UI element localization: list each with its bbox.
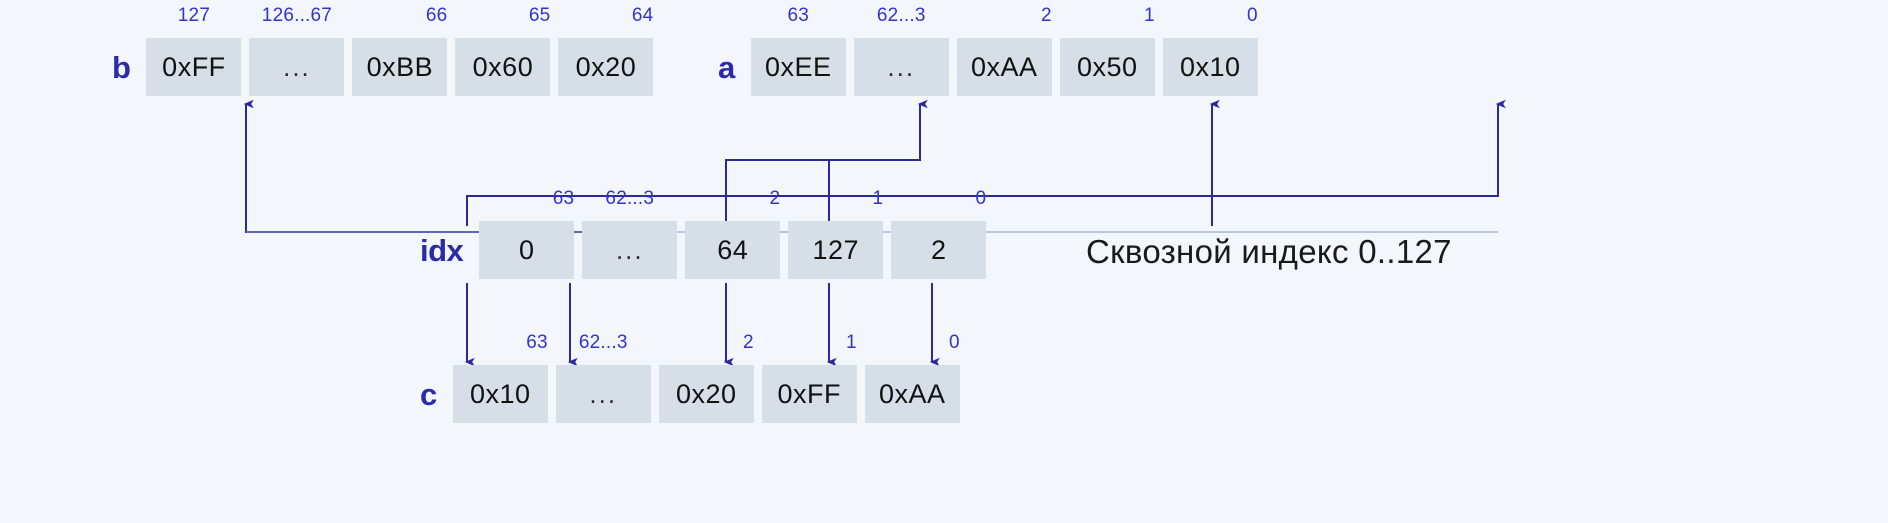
- cell-value: 0x60: [455, 38, 551, 96]
- cell-value: ...: [555, 365, 651, 423]
- cell-index-label: 66: [425, 5, 448, 26]
- cell-value: 2: [891, 221, 987, 279]
- cell-index-label: 0: [1246, 5, 1258, 26]
- row-label-c: c: [420, 377, 437, 412]
- cell-index-label: 64: [631, 5, 654, 26]
- cell-a-62-3[interactable]: 62...3 ...: [853, 5, 949, 96]
- cell-index-label: 63: [552, 188, 575, 209]
- cell-b-126-67[interactable]: 126...67 ...: [249, 5, 345, 96]
- cell-index-label: 63: [787, 5, 810, 26]
- cell-index-label: 126...67: [261, 5, 333, 26]
- cell-a-1[interactable]: 1 0x50: [1059, 5, 1155, 96]
- cell-a-2[interactable]: 2 0xAA: [956, 5, 1052, 96]
- cell-index-label: 62...3: [578, 332, 628, 353]
- cell-value: 0x50: [1059, 38, 1155, 96]
- cell-index-label: 1: [1143, 5, 1155, 26]
- cell-value: 0: [479, 221, 575, 279]
- cell-index-label: 2: [742, 332, 754, 353]
- cell-value: 0x20: [558, 38, 654, 96]
- cell-value: ...: [249, 38, 345, 96]
- cell-b-127[interactable]: 127 0xFF: [146, 5, 242, 96]
- cell-index-label: 2: [769, 188, 781, 209]
- cell-value: 0xAA: [956, 38, 1052, 96]
- array-row-b: b 127 0xFF 126...67 ... 66 0xBB 65 0x60 …: [112, 5, 654, 98]
- row-c-cells: 63 0x10 62...3 ... 2 0x20 1 0xFF 0 0xAA: [452, 332, 960, 423]
- cell-value: ...: [582, 221, 678, 279]
- cell-index-label: 62...3: [605, 188, 655, 209]
- cell-idx-1[interactable]: 1 127: [788, 188, 884, 279]
- cell-c-0[interactable]: 0 0xAA: [864, 332, 960, 423]
- cell-value: 0x20: [658, 365, 754, 423]
- cell-value: 64: [685, 221, 781, 279]
- cell-value: 0xEE: [750, 38, 846, 96]
- cell-c-1[interactable]: 1 0xFF: [761, 332, 857, 423]
- row-label-a: a: [718, 50, 735, 85]
- cell-idx-0[interactable]: 0 2: [891, 188, 987, 279]
- cell-value: 0xFF: [146, 38, 242, 96]
- array-row-c: c 63 0x10 62...3 ... 2 0x20 1 0xFF 0 0xA…: [420, 332, 960, 425]
- cell-idx-2[interactable]: 2 64: [685, 188, 781, 279]
- cell-index-label: 127: [177, 5, 211, 26]
- cell-index-label: 2: [1040, 5, 1052, 26]
- cell-value: 0x10: [1162, 38, 1258, 96]
- cell-value: ...: [853, 38, 949, 96]
- row-a-cells: 63 0xEE 62...3 ... 2 0xAA 1 0x50 0 0x10: [750, 5, 1258, 96]
- cell-index-label: 62...3: [876, 5, 926, 26]
- cell-value: 0xBB: [352, 38, 448, 96]
- cell-c-62-3[interactable]: 62...3 ...: [555, 332, 651, 423]
- through-index-caption: Сквозной индекс 0..127: [1086, 233, 1452, 270]
- cell-index-label: 63: [526, 332, 548, 353]
- row-label-b: b: [112, 50, 131, 85]
- cell-index-label: 0: [948, 332, 960, 353]
- array-row-a: a 63 0xEE 62...3 ... 2 0xAA 1 0x50 0 0x1…: [718, 5, 1258, 98]
- cell-idx-63[interactable]: 63 0: [479, 188, 575, 279]
- cell-b-65[interactable]: 65 0x60: [455, 5, 551, 96]
- cell-index-label: 0: [975, 188, 987, 209]
- cell-index-label: 1: [872, 188, 884, 209]
- cell-idx-62-3[interactable]: 62...3 ...: [582, 188, 678, 279]
- cell-a-0[interactable]: 0 0x10: [1162, 5, 1258, 96]
- cell-index-label: 65: [528, 5, 551, 26]
- cell-c-2[interactable]: 2 0x20: [658, 332, 754, 423]
- row-idx-cells: 63 0 62...3 ... 2 64 1 127 0 2: [479, 188, 987, 279]
- cell-b-66[interactable]: 66 0xBB: [352, 5, 448, 96]
- cell-value: 127: [788, 221, 884, 279]
- cell-value: 0xAA: [864, 365, 960, 423]
- cell-value: 0xFF: [761, 365, 857, 423]
- wire-idxdots-to-b127: [243, 99, 623, 233]
- cell-c-63[interactable]: 63 0x10: [452, 332, 548, 423]
- cell-b-64[interactable]: 64 0x20: [558, 5, 654, 96]
- cell-a-63[interactable]: 63 0xEE: [750, 5, 846, 96]
- cell-index-label: 1: [845, 332, 857, 353]
- array-row-idx: idx 63 0 62...3 ... 2 64 1 127 0 2: [420, 188, 987, 281]
- row-b-cells: 127 0xFF 126...67 ... 66 0xBB 65 0x60 64…: [146, 5, 654, 96]
- cell-value: 0x10: [452, 365, 548, 423]
- row-label-idx: idx: [420, 233, 464, 268]
